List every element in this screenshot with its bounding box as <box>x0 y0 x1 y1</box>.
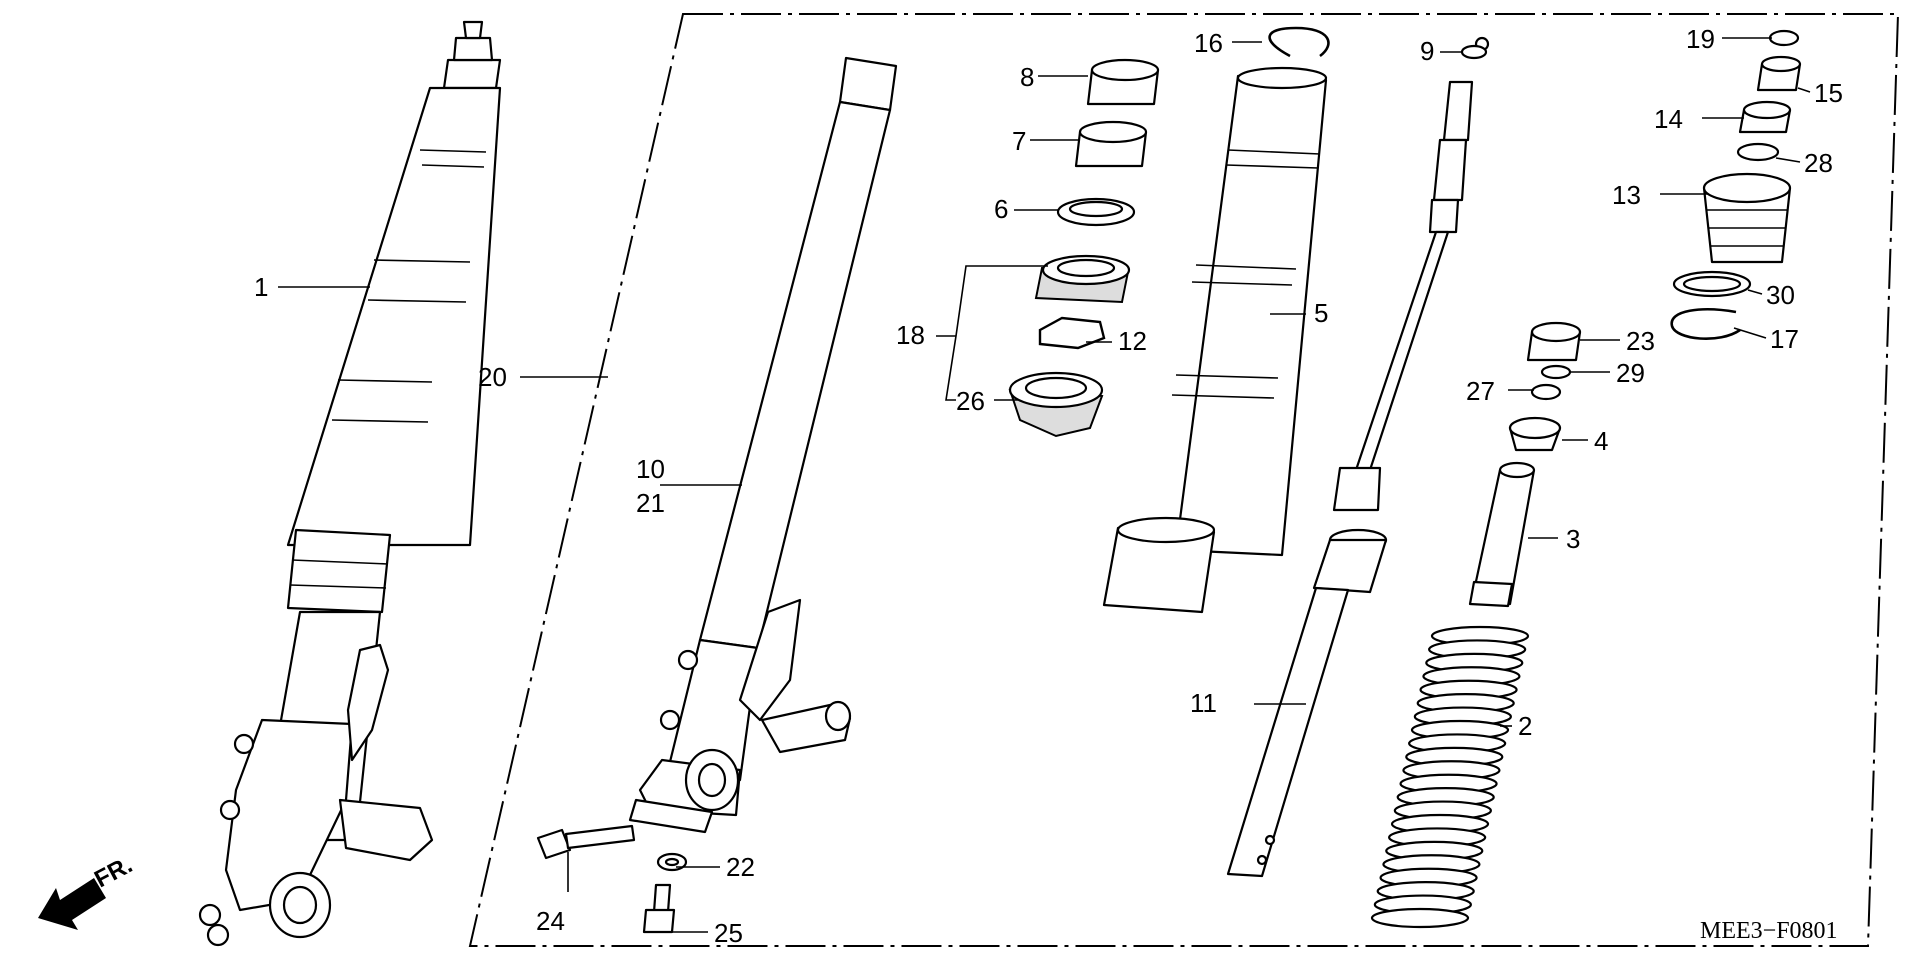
washer-6 <box>1056 197 1136 227</box>
front-direction-marker: FR. <box>38 851 137 930</box>
callout-23: 23 <box>1626 326 1655 356</box>
callout-14: 14 <box>1654 104 1683 134</box>
callout-9: 9 <box>1420 36 1434 66</box>
callout-29: 29 <box>1616 358 1645 388</box>
dust-seal-26 <box>1008 371 1104 438</box>
callout-20: 20 <box>478 362 507 392</box>
callout-4: 4 <box>1594 426 1608 456</box>
complete-fork-assembly <box>198 20 502 947</box>
spring-coil <box>1370 907 1470 929</box>
callout-11: 11 <box>1190 688 1217 718</box>
callout-5: 5 <box>1314 298 1328 328</box>
front-arrow-icon <box>38 878 106 930</box>
o-ring-30 <box>1672 270 1752 298</box>
fork-cap-13 <box>1702 172 1792 264</box>
callout-18: 18 <box>896 320 925 350</box>
circlip-12 <box>1038 316 1106 350</box>
callout-labels: 1 2 3 4 5 6 7 8 9 10 21 11 12 13 14 15 1… <box>254 24 1843 948</box>
callout-25: 25 <box>714 918 743 948</box>
callout-1: 1 <box>254 272 268 302</box>
lock-nut-15 <box>1756 55 1802 92</box>
washer-22 <box>656 852 688 872</box>
callout-13: 13 <box>1612 180 1641 210</box>
callout-27: 27 <box>1466 376 1495 406</box>
callout-3: 3 <box>1566 524 1580 554</box>
callout-28: 28 <box>1804 148 1833 178</box>
washer-9 <box>1460 44 1488 60</box>
callout-16: 16 <box>1194 28 1223 58</box>
spring-seat-23 <box>1526 321 1582 362</box>
callout-6: 6 <box>994 194 1008 224</box>
callout-2: 2 <box>1518 711 1532 741</box>
axle-pinch-bolt <box>536 824 636 860</box>
callout-19: 19 <box>1686 24 1715 54</box>
callout-22: 22 <box>726 852 755 882</box>
fork-spring-2 <box>1370 625 1530 929</box>
bushing-8 <box>1086 58 1160 106</box>
callout-10: 10 <box>636 454 665 484</box>
leader-lines <box>278 37 1811 933</box>
bushing-7 <box>1074 120 1148 168</box>
washer-19 <box>1768 29 1800 47</box>
callout-7: 7 <box>1012 126 1026 156</box>
oil-seal-18 <box>1034 254 1131 304</box>
fork-outer-tube-assembly <box>628 56 898 834</box>
washer-29 <box>1540 364 1572 380</box>
callout-8: 8 <box>1020 62 1034 92</box>
washer-28 <box>1736 142 1780 162</box>
rebound-rubber-4 <box>1508 416 1562 452</box>
callout-12: 12 <box>1118 326 1147 356</box>
bolt-25 <box>642 883 676 934</box>
adjuster-14 <box>1738 100 1792 134</box>
damper-rod-11 <box>1226 36 1490 878</box>
callout-21: 21 <box>636 488 665 518</box>
disassembly-frame <box>468 13 1900 947</box>
circlip-17 <box>1670 308 1741 340</box>
callout-15: 15 <box>1814 78 1843 108</box>
spring-collar-3 <box>1468 461 1536 608</box>
callout-17: 17 <box>1770 324 1799 354</box>
nut-27 <box>1530 383 1562 401</box>
stopper-ring-16 <box>1268 26 1330 58</box>
drawing-code: MEE3−F0801 <box>1700 918 1838 944</box>
callout-24: 24 <box>536 906 565 936</box>
fork-inner-tube <box>1102 66 1328 614</box>
callout-26: 26 <box>956 386 985 416</box>
callout-30: 30 <box>1766 280 1795 310</box>
